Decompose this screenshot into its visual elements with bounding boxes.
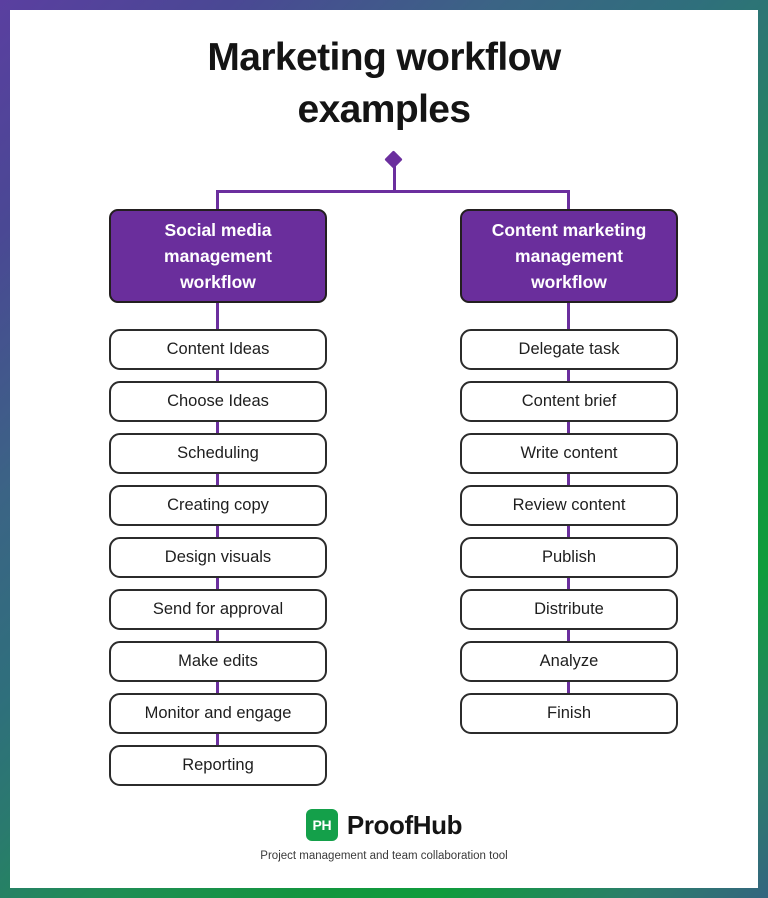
page-title: Marketing workflow examples bbox=[10, 32, 758, 136]
footer: PH ProofHub Project management and team … bbox=[10, 809, 758, 862]
step-box[interactable]: Publish bbox=[460, 537, 678, 578]
step-box[interactable]: Choose Ideas bbox=[109, 381, 327, 422]
header-line-3: workflow bbox=[180, 272, 256, 292]
step-box[interactable]: Content brief bbox=[460, 381, 678, 422]
title-line-2: examples bbox=[297, 88, 472, 131]
column-header-text: Content marketing management workflow bbox=[482, 217, 657, 295]
poster-canvas: Marketing workflow examples Social media… bbox=[10, 10, 758, 888]
step-box[interactable]: Design visuals bbox=[109, 537, 327, 578]
root-stem-connector bbox=[392, 165, 396, 191]
header-line-1: Social media bbox=[164, 220, 272, 240]
step-box[interactable]: Monitor and engage bbox=[109, 693, 327, 734]
left-branch-connector bbox=[216, 190, 219, 211]
step-box[interactable]: Analyze bbox=[460, 641, 678, 682]
right-branch-connector bbox=[567, 190, 570, 211]
proofhub-logo[interactable]: PH ProofHub bbox=[10, 809, 758, 841]
header-line-2: management bbox=[515, 246, 623, 266]
step-box[interactable]: Make edits bbox=[109, 641, 327, 682]
step-box[interactable]: Scheduling bbox=[109, 433, 327, 474]
header-line-2: management bbox=[164, 246, 272, 266]
header-line-3: workflow bbox=[531, 272, 607, 292]
step-box[interactable]: Write content bbox=[460, 433, 678, 474]
branch-horizontal-connector bbox=[216, 190, 570, 193]
step-box[interactable]: Creating copy bbox=[109, 485, 327, 526]
step-box[interactable]: Reporting bbox=[109, 745, 327, 786]
step-box[interactable]: Content Ideas bbox=[109, 329, 327, 370]
column-header-text: Social media management workflow bbox=[154, 217, 282, 295]
column-header-content-marketing[interactable]: Content marketing management workflow bbox=[460, 209, 678, 303]
proofhub-logo-mark-icon: PH bbox=[305, 809, 338, 841]
header-line-1: Content marketing bbox=[491, 220, 647, 240]
title-line-1: Marketing workflow bbox=[207, 36, 561, 79]
step-box[interactable]: Distribute bbox=[460, 589, 678, 630]
footer-tagline: Project management and team collaboratio… bbox=[260, 850, 508, 862]
step-box[interactable]: Delegate task bbox=[460, 329, 678, 370]
step-box[interactable]: Send for approval bbox=[109, 589, 327, 630]
proofhub-wordmark: ProofHub bbox=[346, 809, 463, 840]
step-box[interactable]: Finish bbox=[460, 693, 678, 734]
step-box[interactable]: Review content bbox=[460, 485, 678, 526]
column-header-social-media[interactable]: Social media management workflow bbox=[109, 209, 327, 303]
